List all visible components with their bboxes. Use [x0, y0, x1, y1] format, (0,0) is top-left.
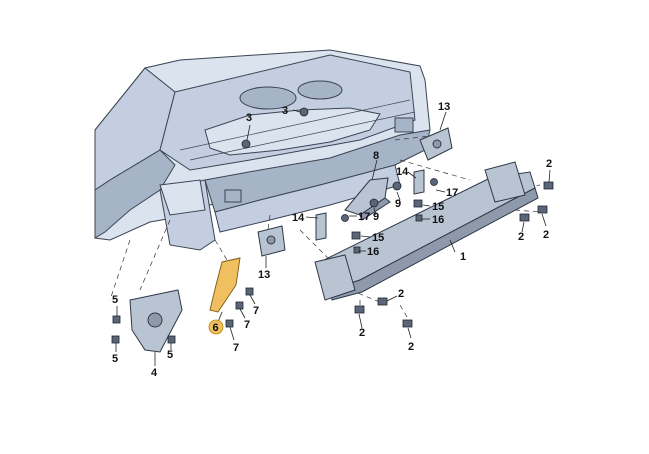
callout-5: 5 [112, 294, 118, 306]
callout-15: 15 [372, 232, 384, 244]
bolt-16-a [353, 246, 361, 254]
bolt-2-b [537, 205, 548, 214]
bracket-13-right [419, 127, 453, 161]
callout-16: 16 [432, 214, 444, 226]
callout-16: 16 [367, 246, 379, 258]
callout-2: 2 [398, 288, 404, 300]
bolt-7-b [235, 301, 244, 310]
nut-3-a [241, 139, 251, 149]
callout-labels: 1 2 2 2 2 2 2 3 3 4 5 5 5 6 7 7 7 8 9 9 … [112, 101, 552, 379]
bolt-2-e [354, 305, 365, 314]
callout-3: 3 [282, 105, 288, 117]
nut-17-a [341, 214, 349, 222]
nut-3-b [299, 107, 309, 117]
callout-7: 7 [233, 342, 239, 354]
callout-3: 3 [246, 112, 252, 124]
callout-6: 6 [213, 322, 219, 334]
bolt-7-c [225, 319, 234, 328]
leader-lines [115, 109, 551, 366]
callout-2: 2 [408, 341, 414, 353]
callout-9: 9 [395, 198, 401, 210]
bracket-4 [129, 289, 183, 353]
nut-17-b [430, 178, 438, 186]
bracket-13-left [257, 225, 286, 257]
callout-5: 5 [112, 353, 118, 365]
bolt-16-b [415, 214, 423, 222]
bracket-14-left [315, 212, 327, 241]
callout-13: 13 [438, 101, 450, 113]
fasteners [111, 107, 554, 344]
bolt-2-c [519, 213, 530, 222]
callout-17: 17 [446, 187, 458, 199]
bolt-5-c [167, 335, 176, 344]
callout-2: 2 [518, 231, 524, 243]
callout-5: 5 [167, 349, 173, 361]
bracket-8 [344, 177, 391, 221]
callout-2: 2 [546, 158, 552, 170]
bolt-2-f [402, 319, 413, 328]
bolt-2-d [377, 297, 388, 306]
washer-9-a [392, 181, 402, 191]
bolt-2-a [543, 181, 554, 190]
callout-15: 15 [432, 201, 444, 213]
car-body-shell [94, 49, 431, 251]
callout-8: 8 [373, 150, 379, 162]
part-6-highlighted [209, 257, 241, 313]
bumper-crossmember [314, 161, 539, 301]
bolt-5-b [111, 335, 120, 344]
callout-6-badge [208, 319, 224, 335]
callout-13: 13 [258, 269, 270, 281]
bolt-5-a [112, 315, 121, 324]
nut-15-b [413, 199, 423, 208]
callout-1: 1 [460, 251, 466, 263]
nut-15-a [351, 231, 361, 240]
callout-14: 14 [292, 212, 305, 224]
callout-2: 2 [543, 229, 549, 241]
bolt-7-a [245, 287, 254, 296]
callout-17: 17 [358, 211, 370, 223]
callout-2: 2 [359, 327, 365, 339]
callout-4: 4 [151, 367, 158, 379]
callout-7: 7 [244, 319, 250, 331]
bracket-14-right [413, 169, 425, 195]
callout-7: 7 [253, 305, 259, 317]
callout-9: 9 [373, 211, 379, 223]
callout-14: 14 [396, 166, 409, 178]
washer-9-b [369, 198, 379, 208]
